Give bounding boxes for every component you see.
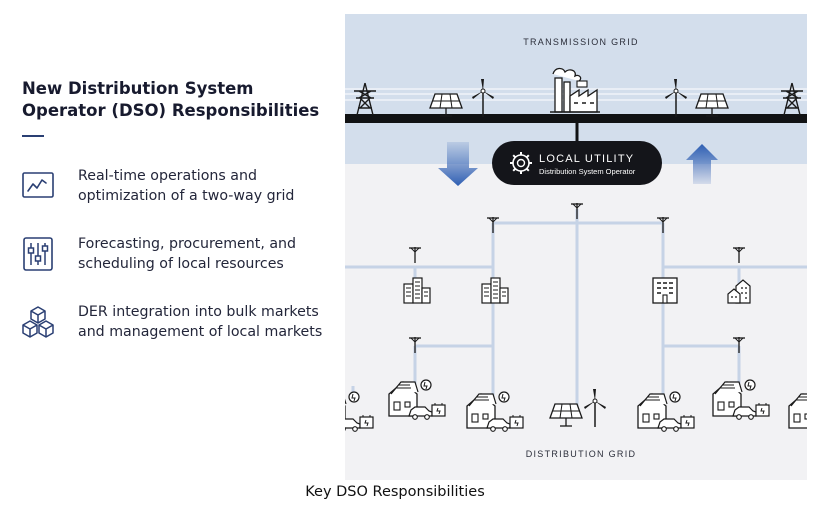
apartment-building-icon <box>652 277 678 304</box>
sliders-icon <box>20 236 56 272</box>
responsibility-text: DER integration into bulk markets and ma… <box>78 304 323 340</box>
local-utility-badge: LOCAL UTILITY Distribution System Operat… <box>492 141 662 185</box>
utility-subtitle: Distribution System Operator <box>539 167 636 176</box>
responsibility-text: Forecasting, procurement, and scheduling… <box>78 236 297 272</box>
responsibilities-panel: New Distribution System Operator (DSO) R… <box>0 0 345 480</box>
distribution-grid-label: DISTRIBUTION GRID <box>526 449 637 459</box>
up-flow-arrow <box>686 144 718 184</box>
transmission-bus <box>345 114 807 123</box>
figure-caption: Key DSO Responsibilities <box>305 484 485 500</box>
down-flow-arrow <box>438 142 478 186</box>
utility-title: LOCAL UTILITY <box>539 153 634 165</box>
responsibility-text: Real-time operations and optimization of… <box>78 168 295 204</box>
title-underline <box>22 135 44 137</box>
gear-icon <box>510 152 532 174</box>
line-chart-icon <box>20 168 56 204</box>
cubes-icon <box>20 304 56 340</box>
grid-diagram: TRANSMISSION GRID LOCAL UTILITY Distribu… <box>316 14 814 480</box>
transmission-grid-label: TRANSMISSION GRID <box>523 37 639 47</box>
page-title: New Distribution System Operator (DSO) R… <box>22 79 320 120</box>
